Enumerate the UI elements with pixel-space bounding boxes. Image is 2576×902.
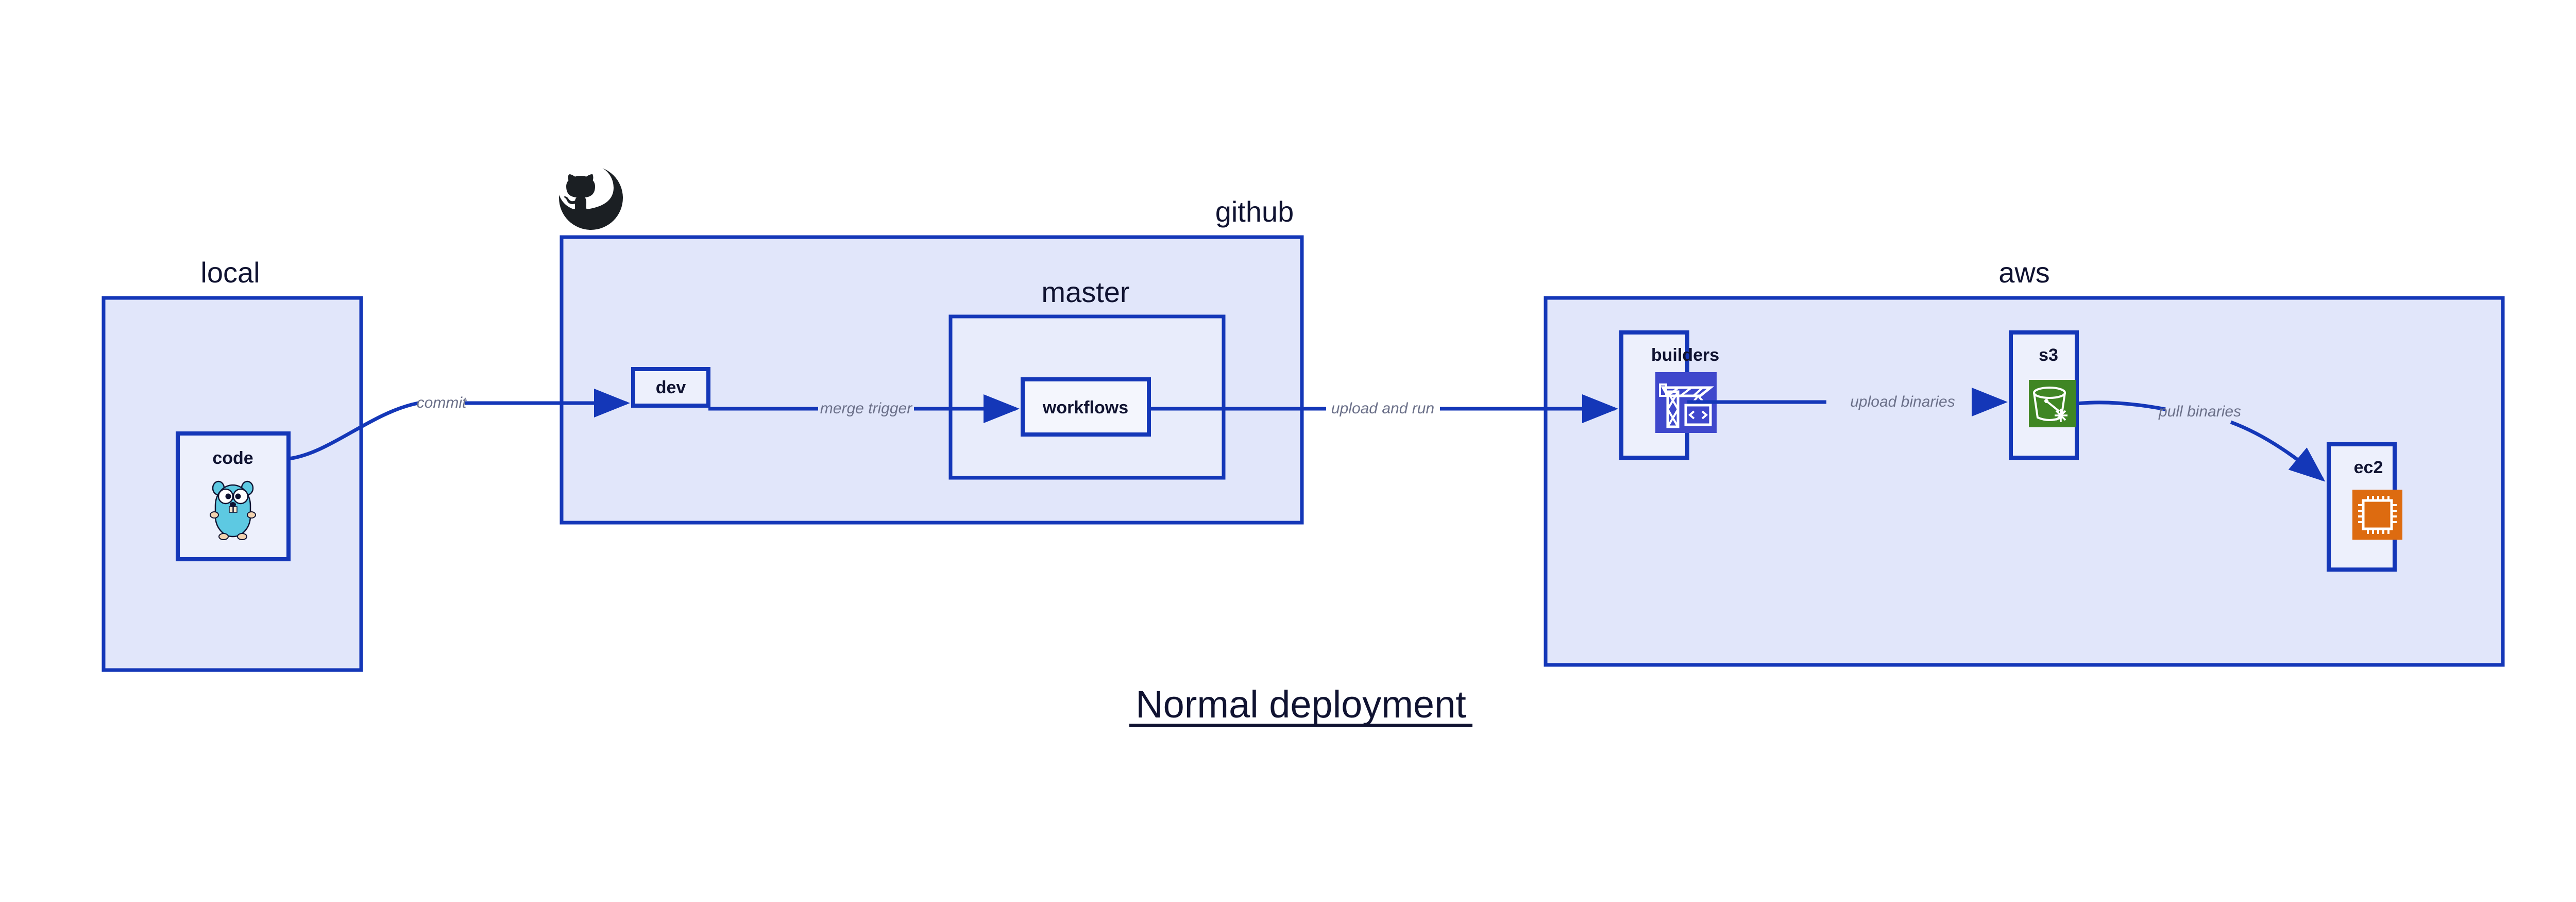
edges-layer: commit merge trigger upload and run uplo… xyxy=(288,388,2326,482)
edge-pull-binaries-path-right xyxy=(2230,420,2326,482)
page-title: Normal deployment xyxy=(1136,683,1466,726)
edge-upload-and-run-label: upload and run xyxy=(1331,400,1434,417)
node-builders-label: builders xyxy=(1651,345,1719,365)
edge-commit-label: commit xyxy=(417,394,467,411)
edge-upload-binaries-label: upload binaries xyxy=(1850,393,1955,410)
node-workflows[interactable]: workflows xyxy=(1021,377,1151,437)
github-octocat-icon xyxy=(558,165,623,230)
edge-commit-path-left xyxy=(288,401,419,461)
node-dev-label: dev xyxy=(656,378,686,397)
edge-pull-binaries-path-left xyxy=(2076,400,2166,411)
group-github-label: github xyxy=(1215,195,1294,228)
node-workflows-rect[interactable] xyxy=(1021,377,1151,437)
group-aws-label: aws xyxy=(1998,256,2050,289)
go-gopher-icon xyxy=(210,480,256,540)
edge-upload-and-run: upload and run xyxy=(1149,394,1618,423)
edge-pull-binaries: pull binaries xyxy=(2076,400,2326,482)
aws-s3-bucket-icon xyxy=(2029,380,2076,427)
node-code[interactable]: code xyxy=(176,431,291,561)
node-ec2[interactable]: ec2 xyxy=(2327,442,2402,572)
node-dev[interactable]: dev xyxy=(631,367,710,408)
group-master-label: master xyxy=(1041,276,1129,308)
aws-ec2-chip-icon xyxy=(2352,490,2402,540)
diagram-title-group: Normal deployment xyxy=(1129,683,1472,727)
edge-merge-trigger: merge trigger xyxy=(708,394,1020,423)
group-github: github dev master workflows xyxy=(558,165,1304,525)
edge-upload-binaries: upload binaries xyxy=(1687,388,2008,416)
edge-merge-trigger-label: merge trigger xyxy=(820,400,912,417)
node-workflows-label: workflows xyxy=(1042,398,1128,417)
edge-pull-binaries-label: pull binaries xyxy=(2158,403,2241,420)
node-ec2-label: ec2 xyxy=(2354,458,2383,477)
edge-commit: commit xyxy=(288,389,630,461)
group-local: local code xyxy=(101,256,363,672)
node-s3[interactable]: s3 xyxy=(2009,330,2079,460)
node-s3-label: s3 xyxy=(2039,345,2058,365)
group-master: master workflows xyxy=(948,276,1226,480)
node-code-label: code xyxy=(212,448,253,468)
node-dev-rect[interactable] xyxy=(631,367,710,408)
group-local-label: local xyxy=(200,256,260,289)
group-aws: aws builders xyxy=(1544,256,2505,667)
